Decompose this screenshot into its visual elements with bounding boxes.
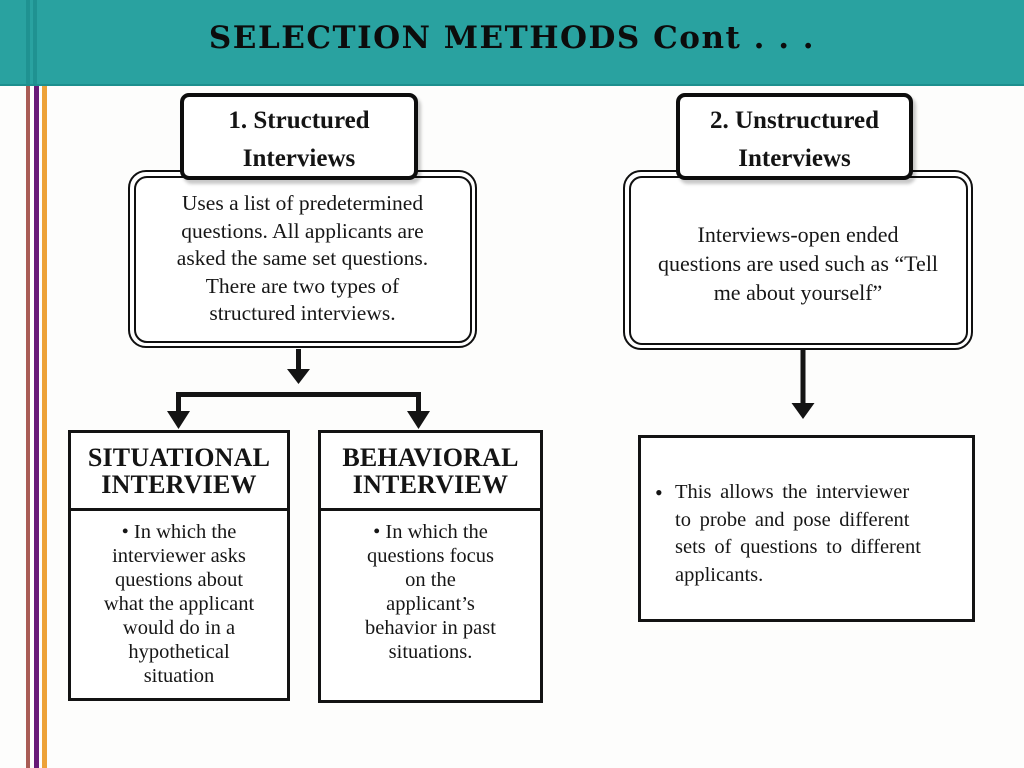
arrow-down-unstructured: [791, 349, 815, 419]
structured-description-box: Uses a list of predetermined questions. …: [128, 170, 477, 348]
structured-interviews-title-box: 1. Structured Interviews: [180, 93, 418, 180]
banner-groove-line: [33, 0, 37, 84]
unstructured-note-box: • This allows the interviewer to probe a…: [638, 435, 975, 622]
arrow-down-structured: [287, 349, 310, 384]
unstructured-description-inner: Interviews-open ended questions are used…: [628, 175, 968, 345]
decorative-stripe-orange: [42, 86, 47, 768]
situational-interview-box: SITUATIONAL INTERVIEW • In which the int…: [68, 430, 290, 701]
situational-interview-text: • In which the interviewer asks question…: [103, 521, 255, 687]
title-banner: SELECTION METHODS Cont . . .: [0, 0, 1024, 86]
decorative-stripe-red: [25, 86, 30, 768]
decorative-stripe-purple: [34, 86, 39, 768]
structured-description-inner: Uses a list of predetermined questions. …: [133, 175, 472, 343]
situational-interview-heading: SITUATIONAL INTERVIEW: [71, 433, 287, 511]
behavioral-interview-text: • In which the questions focus on the ap…: [365, 521, 496, 663]
unstructured-description-box: Interviews-open ended questions are used…: [623, 170, 973, 350]
branch-arrows: [167, 392, 430, 429]
bullet-glyph: •: [655, 480, 663, 505]
structured-description-text: Uses a list of predetermined questions. …: [176, 191, 429, 326]
banner-groove-line: [26, 0, 30, 84]
slide-title: SELECTION METHODS Cont . . .: [208, 20, 816, 56]
unstructured-description-text: Interviews-open ended questions are used…: [657, 221, 939, 305]
unstructured-note-text: This allows the interviewer to probe and…: [675, 481, 921, 586]
behavioral-interview-heading: BEHAVIORAL INTERVIEW: [321, 433, 540, 511]
unstructured-interviews-title-box: 2. Unstructured Interviews: [676, 93, 913, 180]
behavioral-interview-box: BEHAVIORAL INTERVIEW • In which the ques…: [318, 430, 543, 703]
